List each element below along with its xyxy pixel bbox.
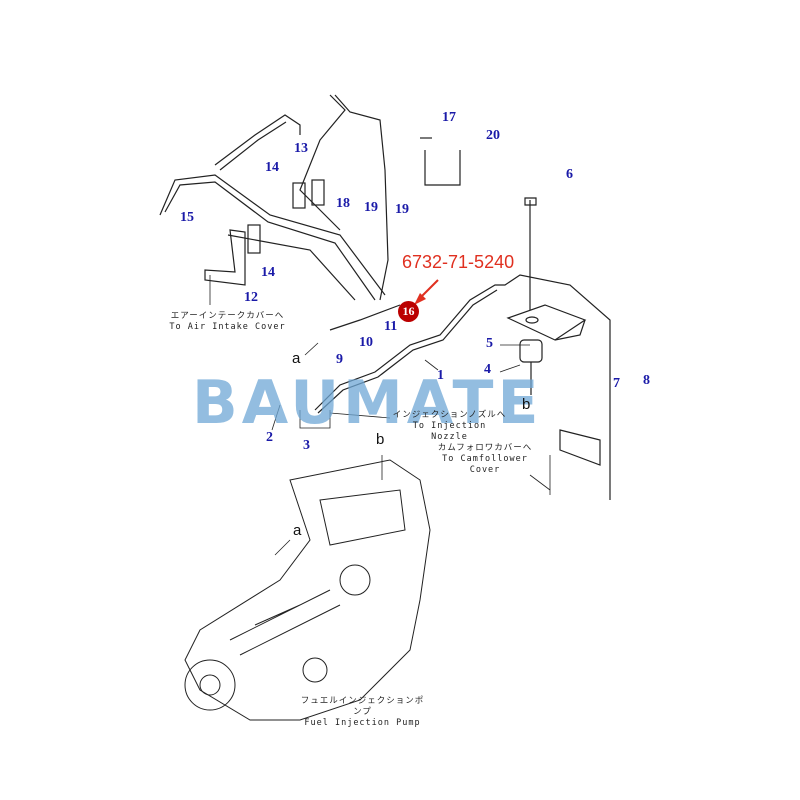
fuel-injection-pump <box>184 459 431 721</box>
callout-20: 20 <box>486 128 500 143</box>
callout-11: 11 <box>384 319 398 334</box>
callout-14: 14 <box>265 160 279 175</box>
bracket-14 <box>247 179 325 254</box>
view-letter-a: a <box>292 350 301 367</box>
callout-2: 2 <box>266 430 273 445</box>
callout-3: 3 <box>303 438 310 453</box>
collar-4 <box>519 339 543 395</box>
callout-15: 15 <box>180 210 194 225</box>
note-jp: エアーインテークカバーへ <box>170 311 285 321</box>
callout-17: 17 <box>442 110 456 125</box>
callout-19: 19 <box>364 200 378 215</box>
note-jp: フュエルインジェクションポンプ <box>300 696 425 717</box>
bracket-5 <box>506 304 587 341</box>
callout-6: 6 <box>566 167 573 182</box>
callout-8: 8 <box>643 373 650 388</box>
watermark: BAUMATE <box>192 368 543 438</box>
note-jp: カムフォロワカバーへ <box>437 443 533 453</box>
callout-12: 12 <box>244 290 258 305</box>
view-letter-b: b <box>522 396 531 413</box>
callout-18: 18 <box>336 196 350 211</box>
callout-10: 10 <box>359 335 373 350</box>
note-en: To Camfollower Cover <box>442 454 528 475</box>
callout-1: 1 <box>437 368 444 383</box>
bolt-6 <box>524 197 537 310</box>
callout-13: 13 <box>294 141 308 156</box>
callout-14b: 14 <box>261 265 275 280</box>
note-jp: インジェクションノズルへ <box>392 410 507 420</box>
highlight-callout-16: 16 <box>398 301 419 322</box>
callout-19b: 19 <box>395 202 409 217</box>
bracket-12 <box>204 229 246 286</box>
pipe-1 <box>314 274 611 500</box>
callout-7: 7 <box>613 376 620 391</box>
callout-5: 5 <box>486 336 493 351</box>
leader-lines <box>209 275 551 556</box>
view-letter-b2: b <box>376 431 385 448</box>
callout-4: 4 <box>484 362 491 377</box>
clamp-bracket <box>559 429 601 466</box>
part-number-label: 6732-71-5240 <box>402 252 515 272</box>
bracket-17 <box>420 137 461 186</box>
view-letter-a2: a <box>293 522 302 539</box>
note-en: To Air Intake Cover <box>169 322 286 332</box>
callout-9: 9 <box>336 352 343 367</box>
note-en: Fuel Injection Pump <box>304 718 421 728</box>
injection-pipes <box>159 94 401 331</box>
note-en: To Injection Nozzle <box>412 421 487 442</box>
